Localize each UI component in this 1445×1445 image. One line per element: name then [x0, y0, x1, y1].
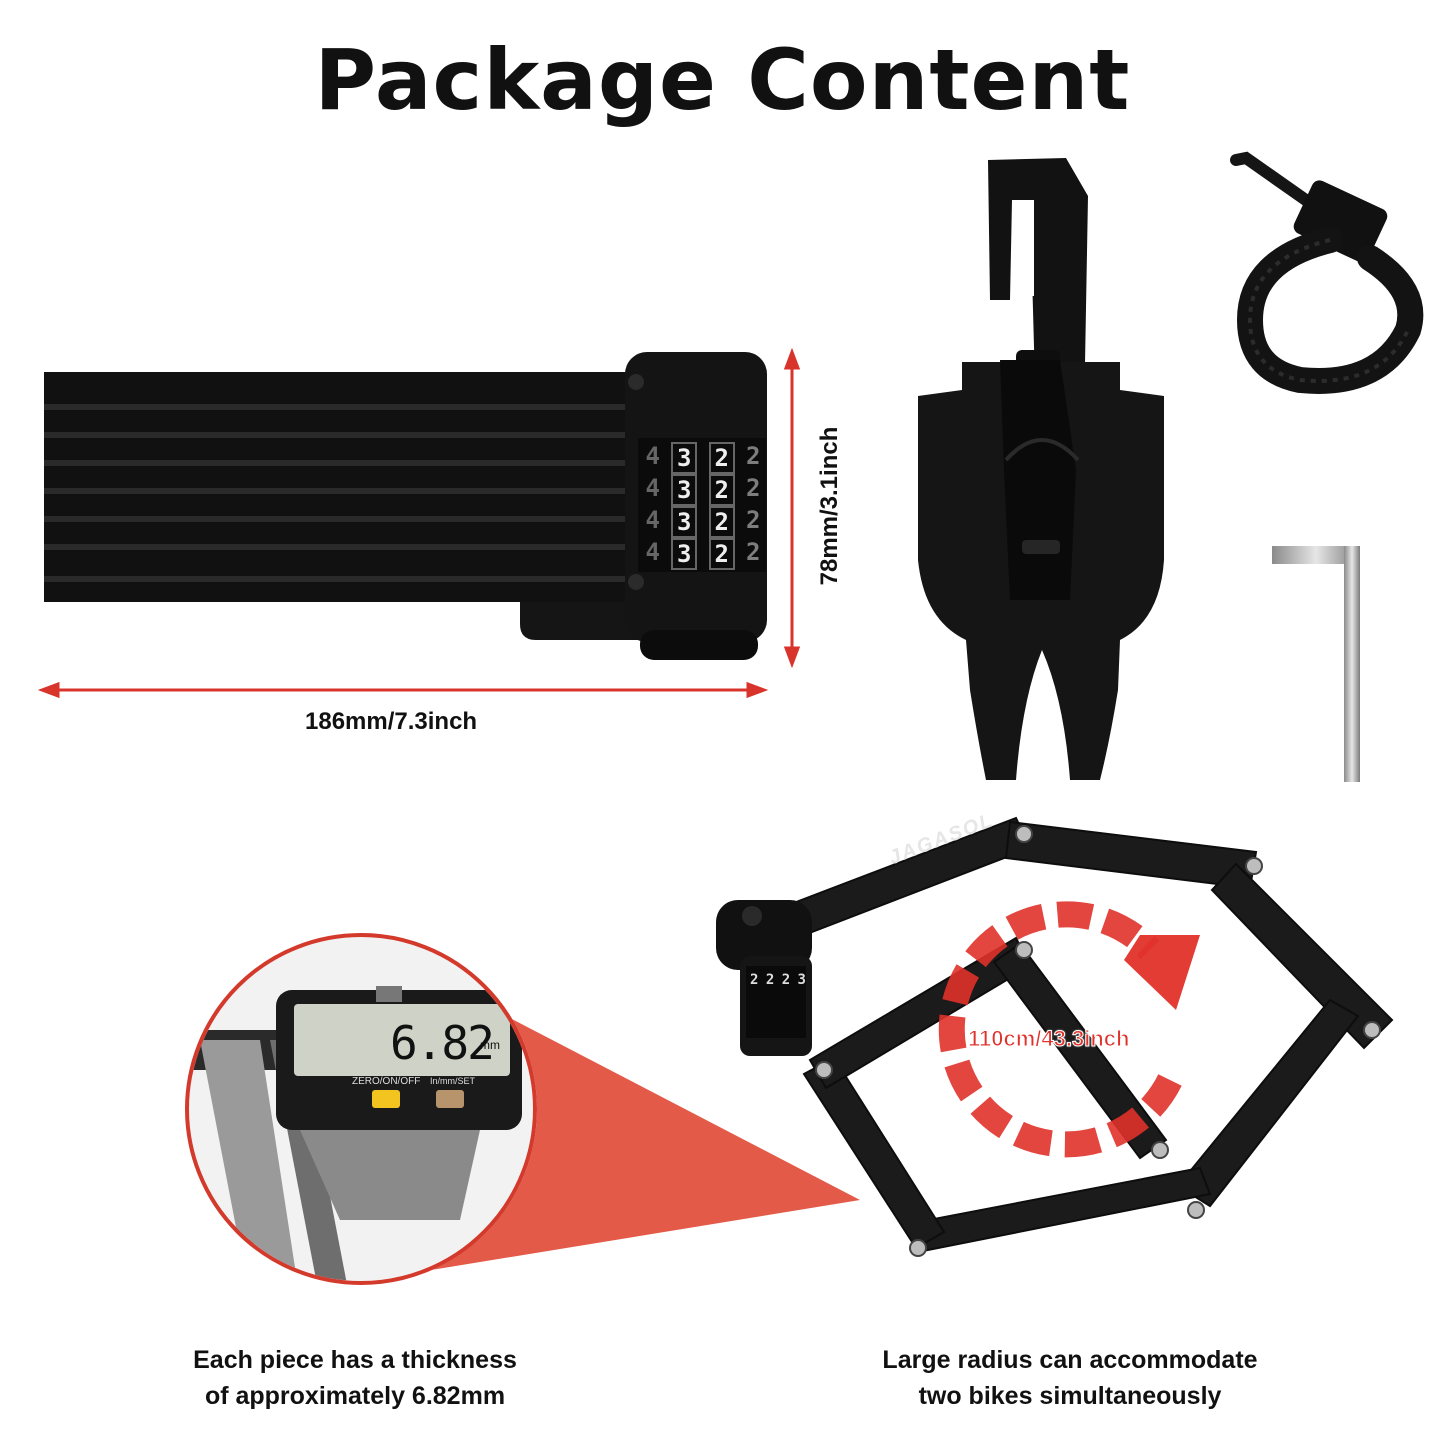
combo-digit[interactable]: 2 — [708, 474, 735, 506]
caliper-unit: mm — [480, 1038, 500, 1052]
mini-combo-digit[interactable]: 3 — [797, 972, 806, 988]
thickness-caption-line2: of approximately 6.82mm — [204, 1382, 506, 1410]
radius-label: 110cm/43.3inch — [967, 1026, 1130, 1052]
combo-digit[interactable]: 3 — [671, 474, 698, 506]
radius-caption-line2: two bikes simultaneously — [918, 1382, 1222, 1410]
mini-combo-dials: 2 2 2 3 — [750, 972, 806, 988]
combo-digit[interactable]: 2 — [746, 506, 761, 534]
mini-combo-digit[interactable]: 2 — [781, 972, 791, 988]
caliper-set-button-label: In/mm/SET — [430, 1076, 476, 1086]
radius-caption: Large radius can accommodate two bikes s… — [840, 1342, 1300, 1414]
combo-digit[interactable]: 2 — [708, 442, 735, 474]
combo-row-2: 4 3 2 2 — [640, 474, 766, 506]
caliper-power-button-label: ZERO/ON/OFF — [352, 1076, 421, 1087]
combo-row-1: 4 3 2 2 — [640, 442, 766, 474]
page-title: Package Content — [314, 31, 1131, 129]
combo-digit[interactable]: 2 — [708, 506, 735, 538]
combo-digit[interactable]: 3 — [671, 442, 698, 474]
combo-digit[interactable]: 2 — [746, 474, 761, 502]
thickness-caption-line1: Each piece has a thickness — [193, 1346, 517, 1374]
combo-digit[interactable]: 2 — [746, 442, 761, 470]
width-dimension-label: 186mm/7.3inch — [305, 708, 478, 735]
combo-digit[interactable]: 4 — [645, 538, 660, 566]
folded-lock-bars — [44, 372, 640, 640]
mini-combo-digit[interactable]: 2 — [750, 972, 759, 988]
combo-digit[interactable]: 4 — [645, 474, 660, 502]
combo-digit[interactable]: 3 — [671, 506, 698, 538]
combination-dials — [638, 438, 766, 572]
combo-row-4: 4 3 2 2 — [640, 538, 766, 570]
combo-digit[interactable]: 2 — [746, 538, 761, 566]
combo-digit[interactable]: 4 — [645, 506, 660, 534]
caliper-reading: 6.82 — [390, 1016, 495, 1070]
combo-digit[interactable]: 3 — [671, 538, 698, 570]
thickness-caption: Each piece has a thickness of approximat… — [140, 1342, 570, 1414]
combo-digit[interactable]: 4 — [645, 442, 660, 470]
radius-caption-line1: Large radius can accommodate — [882, 1346, 1258, 1374]
combo-digit[interactable]: 2 — [708, 538, 735, 570]
mini-combo-digit[interactable]: 2 — [765, 972, 775, 988]
combo-row-3: 4 3 2 2 — [640, 506, 766, 538]
